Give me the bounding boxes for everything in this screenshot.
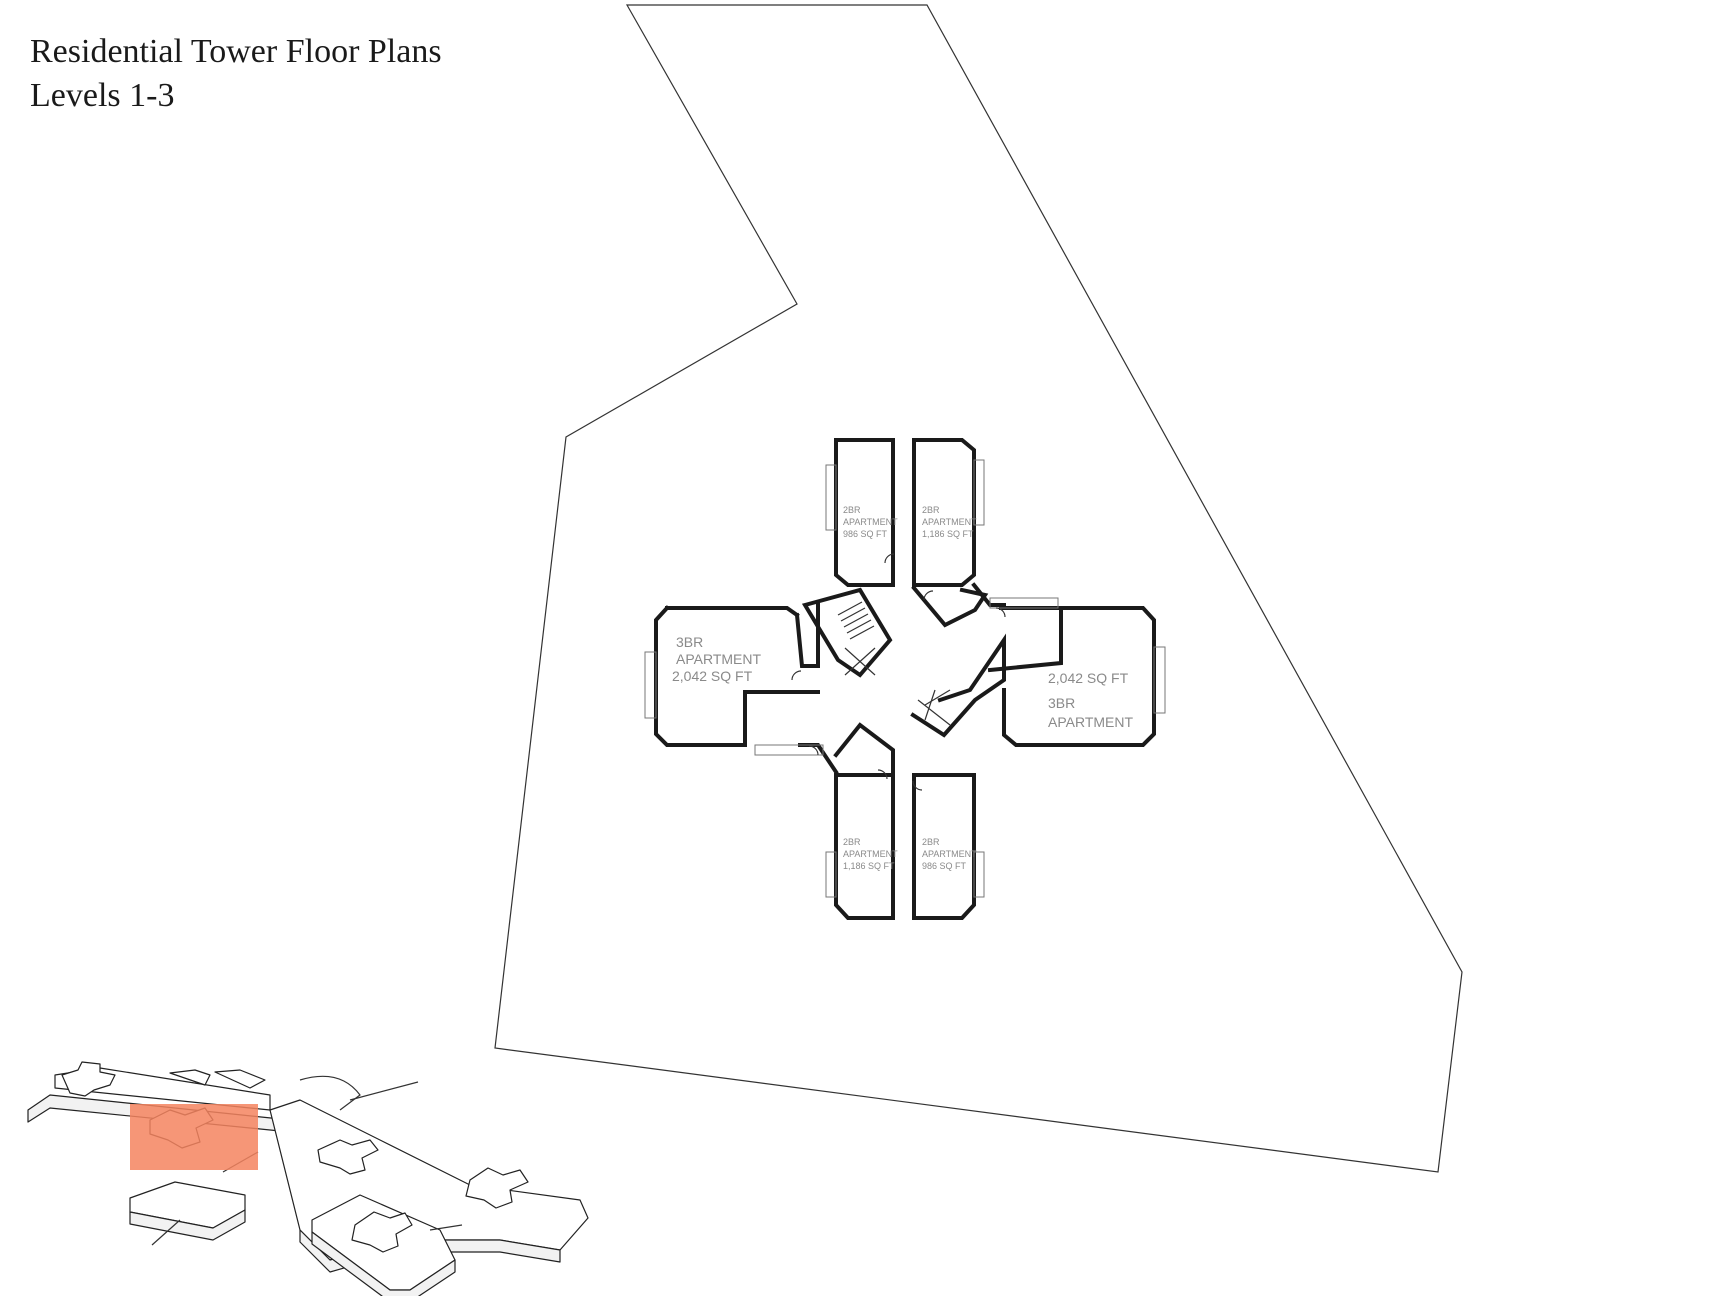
key-plan-tower-2 [169, 1069, 211, 1086]
unit-area-label: 986 SQ FT [843, 529, 888, 539]
unit-bed-label: 3BR [676, 634, 703, 650]
key-plan-walkway-4 [429, 1224, 463, 1231]
key-plan-rotunda [299, 1075, 361, 1111]
key-plan-tower-6 [351, 1211, 413, 1253]
unit-label-north-left: 2BR APARTMENT 986 SQ FT [843, 505, 898, 539]
unit-type-label: APARTMENT [676, 651, 761, 667]
unit-area-label: 2,042 SQ FT [1048, 670, 1129, 686]
unit-type-label: APARTMENT [1048, 714, 1133, 730]
unit-type-label: APARTMENT [922, 849, 977, 859]
key-plan-tower-1 [61, 1061, 116, 1097]
unit-type-label: APARTMENT [843, 849, 898, 859]
key-plan-walkway-2 [349, 1081, 419, 1101]
corridor-diagonal-sw [798, 743, 839, 775]
unit-area-label: 1,186 SQ FT [843, 861, 895, 871]
plan-title: Residential Tower Floor Plans [30, 33, 442, 70]
key-plan-walkway-1 [151, 1219, 181, 1246]
unit-label-south-right: 2BR APARTMENT 986 SQ FT [922, 837, 977, 871]
unit-label-south-left: 2BR APARTMENT 1,186 SQ FT [843, 837, 898, 871]
unit-bed-label: 2BR [922, 505, 940, 515]
key-plan-tower-3 [214, 1069, 266, 1089]
window-bays [644, 459, 1166, 898]
key-plan-detached-block-side [129, 1209, 246, 1241]
door-swings [791, 553, 1006, 791]
elevator-se [917, 689, 951, 726]
unit-west-walls [654, 605, 820, 747]
unit-bed-label: 2BR [843, 505, 861, 515]
tower-plan: 2BR APARTMENT 986 SQ FT 2BR APARTMENT 1,… [644, 438, 1166, 920]
title-block: Residential Tower Floor Plans Levels 1-3 [30, 30, 442, 118]
unit-area-label: 2,042 SQ FT [672, 668, 753, 684]
key-plan-tower-5 [465, 1167, 529, 1209]
core-ne-lobby [911, 585, 989, 628]
core-sw-lobby [833, 722, 895, 774]
unit-area-label: 986 SQ FT [922, 861, 967, 871]
unit-bed-label: 2BR [843, 837, 861, 847]
stair-treads-nw [837, 601, 876, 676]
unit-north-right-walls [912, 438, 976, 587]
unit-label-west: 3BR APARTMENT 2,042 SQ FT [672, 634, 761, 684]
unit-bed-label: 3BR [1048, 695, 1075, 711]
unit-south-right-walls [912, 773, 976, 920]
key-plan-highlight [130, 1104, 258, 1170]
core-se-stair [910, 633, 1006, 738]
unit-west-partition [794, 602, 820, 668]
unit-bed-label: 2BR [922, 837, 940, 847]
key-plan [27, 1061, 589, 1296]
unit-label-east: 2,042 SQ FT 3BR APARTMENT [1048, 670, 1133, 730]
key-plan-tower-4 [317, 1139, 379, 1175]
unit-area-label: 1,186 SQ FT [922, 529, 974, 539]
unit-north-left-walls [834, 438, 895, 587]
core-nw-stair [801, 587, 893, 678]
key-plan-wing-south-side [311, 1231, 456, 1296]
unit-type-label: APARTMENT [922, 517, 977, 527]
unit-label-north-right: 2BR APARTMENT 1,186 SQ FT [922, 505, 977, 539]
unit-type-label: APARTMENT [843, 517, 898, 527]
site-boundary [494, 4, 1463, 1173]
plan-subtitle: Levels 1-3 [30, 77, 175, 114]
